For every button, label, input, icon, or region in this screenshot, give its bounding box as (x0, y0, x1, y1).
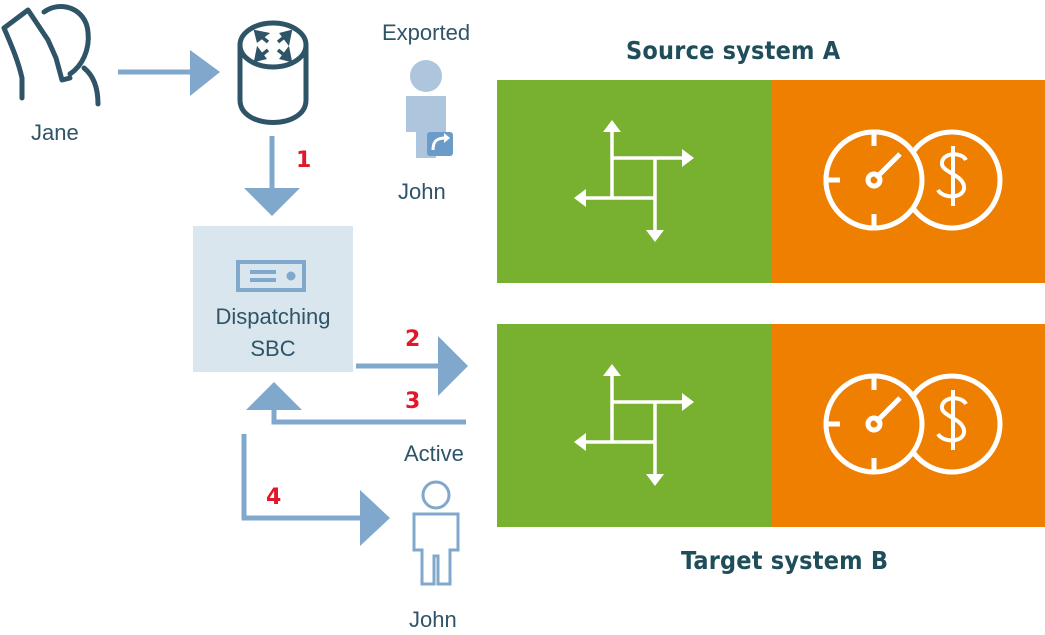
user-export-icon (406, 60, 453, 158)
arrow-jane-to-router (118, 50, 220, 96)
john-exported-label: John (398, 179, 446, 204)
target-flow-panel (497, 324, 772, 527)
arrow-step-4 (241, 434, 390, 546)
sbc-label-line2: SBC (250, 336, 296, 361)
timer-dollar-icon (823, 373, 1003, 475)
sbc-label-line1: Dispatching (215, 304, 331, 329)
step-4-label: 4 (266, 485, 282, 510)
source-system-title: Source system A (626, 36, 841, 65)
target-system-title: Target system B (681, 546, 889, 575)
user-with-headset-icon (1, 4, 101, 107)
arrow-step-3 (246, 382, 466, 425)
arrow-step-2 (356, 336, 468, 396)
exported-status-label: Exported (382, 20, 471, 45)
active-status-label: Active (404, 441, 464, 466)
timer-dollar-icon (823, 129, 1003, 231)
source-flow-panel (497, 80, 772, 283)
routing-arrows-icon (574, 120, 694, 242)
step-1-label: 1 (296, 148, 312, 173)
step-3-label: 3 (405, 389, 421, 414)
routing-arrows-icon (574, 364, 694, 486)
user-outline-icon (412, 480, 460, 586)
arrow-step-1 (244, 136, 300, 216)
step-2-label: 2 (405, 327, 421, 352)
router-icon (237, 20, 309, 125)
jane-label: Jane (31, 120, 79, 145)
dispatching-sbc-box (193, 226, 353, 372)
john-active-label: John (409, 607, 457, 632)
server-icon (236, 260, 306, 292)
